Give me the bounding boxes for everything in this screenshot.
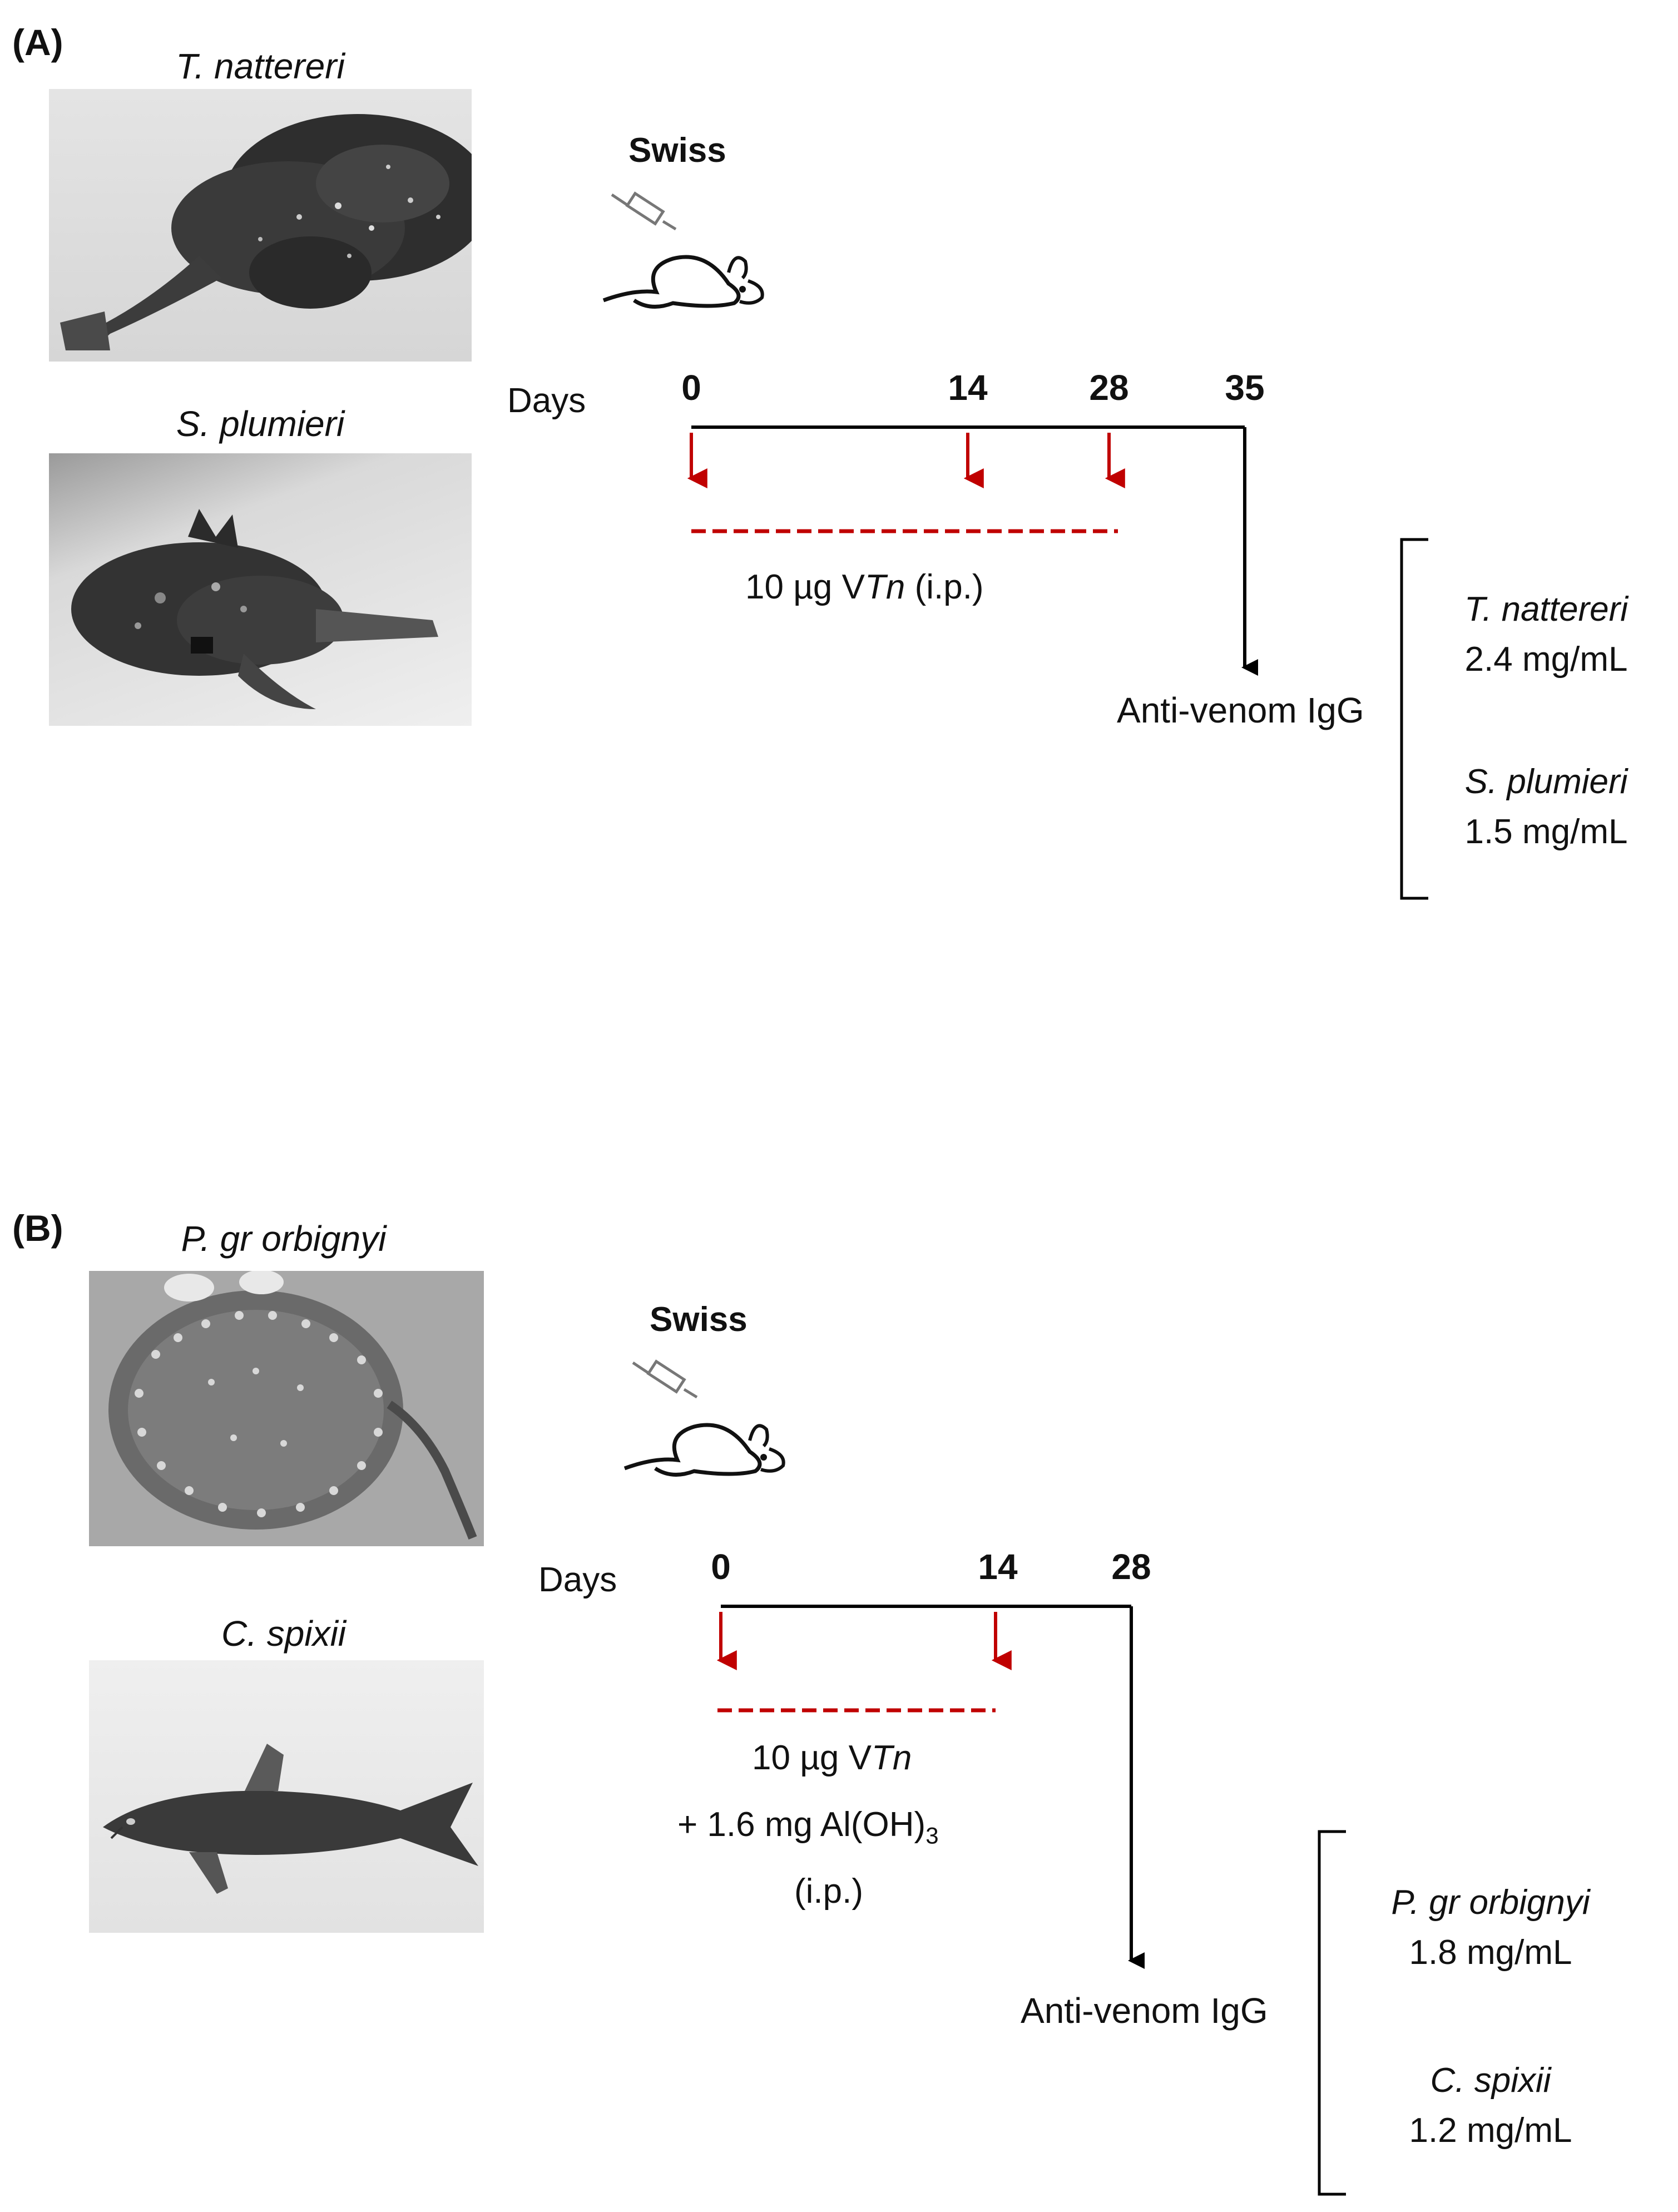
output-label-b: Anti-venom IgG: [1021, 1991, 1268, 2031]
result-species: P. gr orbignyi: [1391, 1883, 1590, 1922]
days-label-b: Days: [538, 1561, 617, 1599]
dose-label-a: 10 µg VTn (i.p.): [745, 568, 984, 606]
fish-photo-t-nattereri: [49, 89, 472, 362]
output-label-a: Anti-venom IgG: [1117, 690, 1364, 730]
result-value: 1.2 mg/mL: [1409, 2111, 1572, 2150]
timepoint-label: 28: [1089, 368, 1129, 408]
timepoint-label: 28: [1111, 1547, 1151, 1587]
timepoint-label: 0: [711, 1547, 731, 1587]
fish-photo-c-spixii: [89, 1660, 484, 1933]
result-bracket-a: [1400, 538, 1428, 900]
mouse-strain-label-a: Swiss: [628, 131, 726, 170]
mouse-strain-label-b: Swiss: [650, 1300, 748, 1339]
injection-arrow: [687, 433, 1125, 488]
dose-label-b-line3: (i.p.): [794, 1872, 863, 1911]
result-bracket-b: [1318, 1830, 1346, 2196]
dose-label-b-line1: 10 µg VTn: [752, 1739, 912, 1777]
species-label-s-plumieri: S. plumieri: [176, 404, 345, 444]
injection-arrow: [716, 1612, 1012, 1670]
timepoint-label: 0: [681, 368, 701, 408]
result-species: C. spixii: [1430, 2061, 1551, 2100]
timepoint-label: 14: [948, 368, 988, 408]
syringe-mouse-icon-a: [602, 191, 764, 309]
ray-photo-p-gr-orbignyi: [89, 1271, 484, 1546]
days-label-a: Days: [507, 382, 586, 420]
timepoint-label: 14: [978, 1547, 1018, 1587]
syringe-mouse-icon-b: [623, 1359, 785, 1477]
panel-b-label: (B): [12, 1208, 63, 1249]
result-value: 1.8 mg/mL: [1409, 1933, 1572, 1972]
result-species: T. nattereri: [1464, 590, 1628, 629]
species-label-c-spixii: C. spixii: [221, 1614, 347, 1654]
species-label-p-gr-orbignyi: P. gr orbignyi: [181, 1219, 387, 1259]
dose-label-b-line2: + 1.6 mg Al(OH)3: [677, 1805, 939, 1849]
result-value: 2.4 mg/mL: [1464, 640, 1628, 679]
result-species: S. plumieri: [1464, 763, 1628, 801]
timepoint-label: 35: [1225, 368, 1265, 408]
result-value: 1.5 mg/mL: [1464, 813, 1628, 851]
panel-a-label: (A): [12, 22, 63, 63]
fish-photo-s-plumieri: [49, 453, 472, 726]
species-label-t-nattereri: T. nattereri: [176, 46, 345, 86]
